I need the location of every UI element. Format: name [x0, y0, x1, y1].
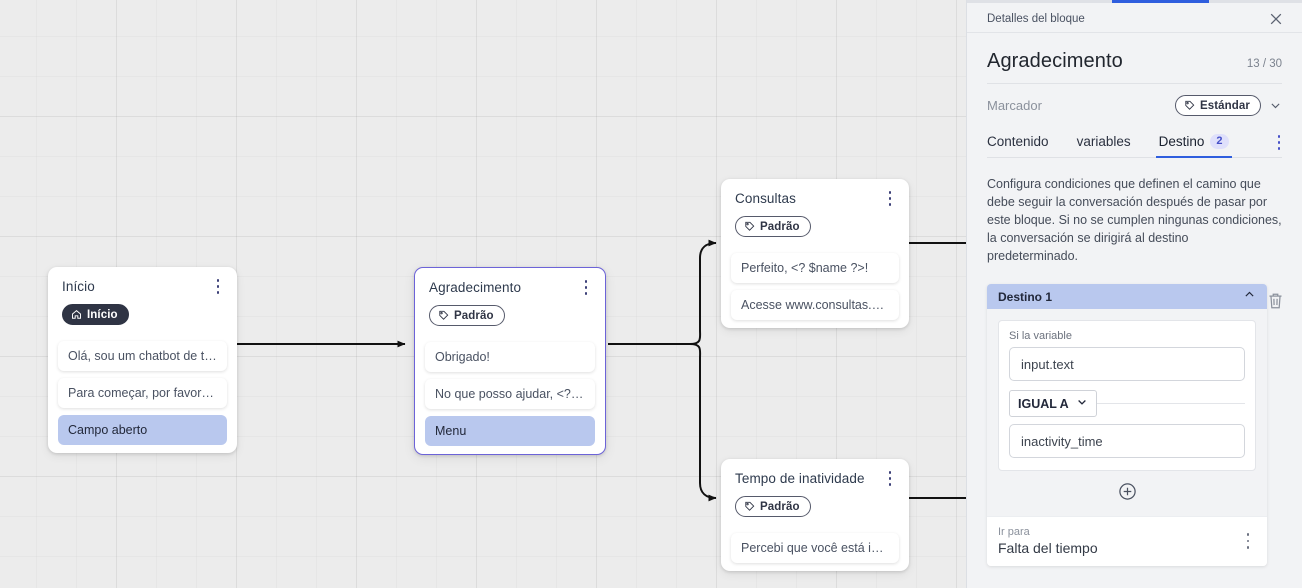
operator-select[interactable]: IGUAL A [1009, 390, 1097, 417]
destination-card-wrap: Destino 1 Si la variable input.text [987, 284, 1282, 566]
goto-label: Ir para [998, 526, 1030, 538]
variable-field[interactable]: input.text [1009, 347, 1245, 381]
node-menu-icon[interactable] [882, 470, 898, 487]
node-menu-icon[interactable] [882, 190, 898, 207]
compare-value-field[interactable]: inactivity_time [1009, 424, 1245, 458]
node-message[interactable]: Para começar, por favor digite o ... [58, 378, 227, 408]
plus-circle-icon[interactable] [1118, 482, 1137, 501]
page-title: Agradecimento [987, 50, 1123, 72]
goto-value: Falta del tiempo [998, 540, 1098, 556]
node-title: Consultas [735, 191, 796, 206]
node-tag-label: Padrão [454, 309, 494, 322]
chevron-down-icon [1076, 396, 1088, 411]
node-message[interactable]: Perfeito, <? $name ?>! [731, 253, 899, 283]
node-title: Agradecimento [429, 280, 522, 295]
tab-contenido[interactable]: Contenido [987, 134, 1049, 157]
node-tag-label: Início [87, 308, 118, 321]
tabs-overflow-menu-icon[interactable] [1272, 135, 1286, 150]
tag-icon [744, 221, 755, 232]
node-menu-icon[interactable] [578, 279, 594, 296]
node-message[interactable]: Percebi que você está inativo. C... [731, 533, 899, 563]
condition-box: Si la variable input.text IGUAL A [998, 320, 1256, 471]
marker-chip[interactable]: Estándar [1174, 95, 1261, 116]
node-messages: Obrigado! No que posso ajudar, <? $name … [415, 342, 605, 446]
node-tag-label: Padrão [760, 220, 800, 233]
destination-body: Si la variable input.text IGUAL A [987, 309, 1267, 516]
flow-node-inatividade[interactable]: Tempo de inatividade Padrão Percebi que … [721, 459, 909, 571]
operator-row: IGUAL A [1009, 390, 1245, 417]
marker-label: Marcador [987, 98, 1042, 113]
node-title: Início [62, 279, 95, 294]
node-message-highlight[interactable]: Menu [425, 416, 595, 446]
block-title-row: Agradecimento 13 / 30 [987, 33, 1282, 84]
node-tag-default: Padrão [429, 305, 505, 326]
tab-label: variables [1076, 134, 1131, 149]
top-progress-thumb [1112, 0, 1209, 3]
tab-badge: 2 [1210, 134, 1229, 149]
panel-body: Agradecimento 13 / 30 Marcador Estándar [967, 33, 1302, 588]
panel-tabs: Contenido variables Destino 2 [987, 126, 1282, 158]
tab-variables[interactable]: variables [1077, 134, 1131, 157]
tag-icon [744, 501, 755, 512]
marker-chip-label: Estándar [1199, 99, 1250, 112]
node-header: Início Início [48, 267, 237, 334]
block-details-panel: Detalles del bloque Agradecimento 13 / 3… [966, 0, 1302, 588]
node-title: Tempo de inatividade [735, 471, 865, 486]
node-messages: Perfeito, <? $name ?>! Acesse www.consul… [721, 253, 909, 320]
flow-canvas[interactable]: Início Início Olá, sou um chatbot de tes… [0, 0, 966, 588]
marker-control[interactable]: Estándar [1174, 95, 1282, 116]
destination-title: Destino 1 [998, 289, 1053, 304]
node-message[interactable]: Obrigado! [425, 342, 595, 372]
destination-card: Destino 1 Si la variable input.text [987, 284, 1267, 566]
node-tag-default: Padrão [735, 216, 811, 237]
node-tag-default: Padrão [735, 496, 811, 517]
panel-header-title: Detalles del bloque [987, 13, 1085, 25]
node-header: Agradecimento Padrão [415, 268, 605, 335]
node-tag-start: Início [62, 304, 129, 325]
flow-node-inicio[interactable]: Início Início Olá, sou um chatbot de tes… [48, 267, 237, 453]
node-header: Consultas Padrão [721, 179, 909, 246]
node-messages: Percebi que você está inativo. C... [721, 533, 909, 563]
node-tag-label: Padrão [760, 500, 800, 513]
chevron-down-icon[interactable] [1269, 99, 1282, 112]
trash-icon[interactable] [1267, 292, 1284, 310]
node-header: Tempo de inatividade Padrão [721, 459, 909, 526]
home-icon [71, 309, 82, 320]
node-message[interactable]: Acesse www.consultas.com par... [731, 290, 899, 320]
panel-header: Detalles del bloque [967, 3, 1302, 33]
node-message[interactable]: No que posso ajudar, <? $name ... [425, 379, 595, 409]
goto-row[interactable]: Ir para Falta del tiempo [987, 516, 1267, 566]
chevron-up-icon[interactable] [1243, 288, 1256, 306]
node-menu-icon[interactable] [210, 278, 226, 295]
close-icon[interactable] [1266, 9, 1286, 29]
marker-row: Marcador Estándar [987, 84, 1282, 126]
goto-menu-icon[interactable] [1241, 533, 1255, 549]
tag-icon [438, 310, 449, 321]
flow-node-consultas[interactable]: Consultas Padrão Perfeito, <? $name ?>! … [721, 179, 909, 328]
top-progress-bar [967, 0, 1302, 3]
tag-icon [1184, 100, 1195, 111]
add-condition-row [998, 471, 1256, 503]
condition-label: Si la variable [1009, 330, 1072, 342]
flow-node-agradecimento[interactable]: Agradecimento Padrão Obrigado! No que po… [414, 267, 606, 455]
node-message[interactable]: Olá, sou um chatbot de teste! [58, 341, 227, 371]
operator-label: IGUAL A [1018, 396, 1069, 411]
destination-header[interactable]: Destino 1 [987, 284, 1267, 309]
node-messages: Olá, sou um chatbot de teste! Para começ… [48, 341, 237, 445]
tab-label: Destino [1158, 134, 1205, 149]
tab-label: Contenido [987, 134, 1049, 149]
destination-description: Configura condiciones que definen el cam… [987, 177, 1282, 263]
node-message-highlight[interactable]: Campo aberto [58, 415, 227, 445]
char-counter: 13 / 30 [1246, 58, 1282, 70]
tab-destino[interactable]: Destino 2 [1155, 134, 1232, 158]
